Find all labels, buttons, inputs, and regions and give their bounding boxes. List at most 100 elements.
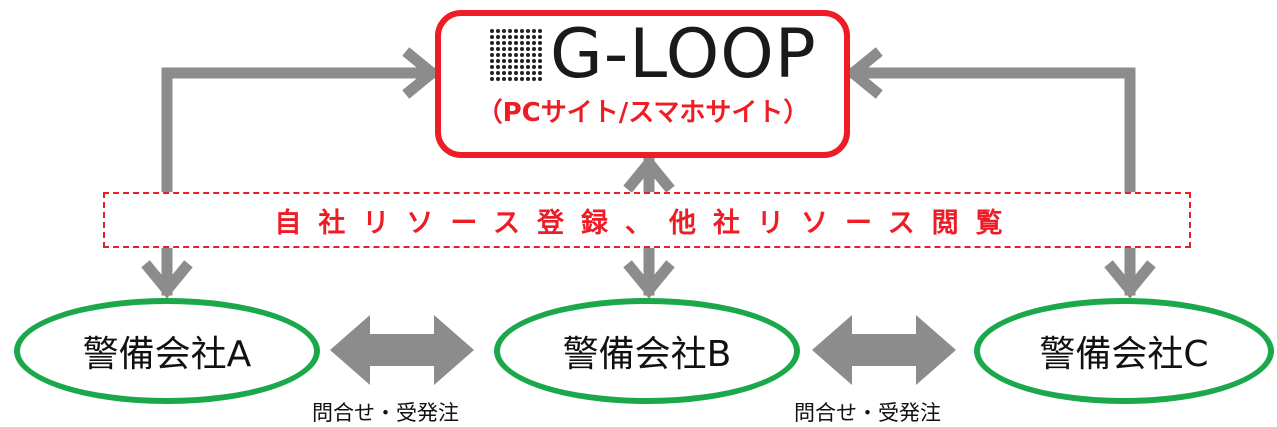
logo-dot <box>519 70 525 76</box>
logo-dot <box>519 34 525 40</box>
gloop-title: G-LOOP <box>550 15 817 94</box>
company-a: 警備会社A <box>14 298 320 404</box>
logo-dot <box>531 34 537 40</box>
logo-dot <box>501 40 507 46</box>
logo-dot <box>531 70 537 76</box>
logo-dot <box>501 34 507 40</box>
exchange-label-bc: 問合せ・受発注 <box>794 401 941 425</box>
logo-dot <box>490 40 495 46</box>
logo-dot <box>531 52 537 58</box>
double-arrow-ab <box>330 315 474 385</box>
resource-banner: 自社リソース登録、他社リソース閲覧 <box>103 192 1191 248</box>
logo-dot <box>525 52 531 58</box>
logo-dot <box>525 64 531 70</box>
logo-dot <box>525 76 531 81</box>
gloop-subtitle: （PCサイト/スマホサイト） <box>476 98 810 128</box>
logo-dot <box>507 40 513 46</box>
logo-dot <box>507 64 513 70</box>
logo-dot <box>490 34 495 40</box>
logo-dot <box>537 58 542 64</box>
logo-dot <box>513 52 519 58</box>
logo-dot <box>537 34 542 40</box>
logo-dot <box>495 40 501 46</box>
logo-dot <box>519 40 525 46</box>
logo-dot <box>501 29 507 34</box>
logo-dot <box>537 76 542 81</box>
logo-dot <box>513 76 519 81</box>
logo-dot <box>490 29 495 34</box>
logo-dot <box>507 58 513 64</box>
logo-dot <box>495 70 501 76</box>
logo-dot <box>537 64 542 70</box>
arrowhead-up-to-gloop <box>623 154 675 193</box>
logo-dot <box>507 29 513 34</box>
logo-dot <box>501 52 507 58</box>
logo-dot <box>537 29 542 34</box>
logo-dot <box>495 58 501 64</box>
logo-dot <box>525 40 531 46</box>
gloop-logo-icon <box>490 29 542 81</box>
logo-dot <box>531 40 537 46</box>
logo-dot <box>495 52 501 58</box>
arrowhead-down-to-b <box>623 260 675 299</box>
logo-dot <box>525 58 531 64</box>
gloop-box <box>435 10 850 158</box>
logo-dot <box>507 46 513 52</box>
logo-dot <box>531 46 537 52</box>
logo-dot <box>490 70 495 76</box>
logo-dot <box>513 70 519 76</box>
logo-dot <box>513 58 519 64</box>
logo-dot <box>495 34 501 40</box>
arrowhead-down-to-c <box>1104 260 1156 299</box>
logo-dot <box>531 29 537 34</box>
arrow-right-loop <box>847 67 1136 296</box>
logo-dot <box>501 76 507 81</box>
logo-dot <box>519 76 525 81</box>
logo-dot <box>531 64 537 70</box>
logo-dot <box>490 46 495 52</box>
logo-dot <box>507 76 513 81</box>
arrow-left-loop <box>161 67 438 296</box>
logo-dot <box>513 29 519 34</box>
logo-dot <box>531 58 537 64</box>
logo-dot <box>490 58 495 64</box>
logo-dot <box>490 76 495 81</box>
logo-dot <box>537 40 542 46</box>
logo-dot <box>537 70 542 76</box>
logo-dot <box>501 58 507 64</box>
logo-dot <box>495 64 501 70</box>
logo-dot <box>519 29 525 34</box>
logo-dot <box>513 64 519 70</box>
logo-dot <box>490 64 495 70</box>
arrowhead-down-to-a <box>141 260 193 299</box>
logo-dot <box>490 52 495 58</box>
logo-dot <box>525 70 531 76</box>
arrowhead-left-to-gloop <box>402 47 441 99</box>
logo-dot <box>525 34 531 40</box>
logo-dot <box>519 58 525 64</box>
logo-dot <box>537 46 542 52</box>
logo-dot <box>495 29 501 34</box>
company-c: 警備会社C <box>974 298 1274 404</box>
logo-dot <box>531 76 537 81</box>
company-b: 警備会社B <box>494 298 800 404</box>
logo-dot <box>519 64 525 70</box>
banner-text: 自社リソース登録、他社リソース閲覧 <box>274 207 1020 239</box>
logo-dot <box>501 70 507 76</box>
logo-dot <box>495 46 501 52</box>
logo-dot <box>525 29 531 34</box>
logo-dot <box>519 52 525 58</box>
logo-dot <box>525 46 531 52</box>
exchange-label-ab: 問合せ・受発注 <box>312 401 459 425</box>
logo-dot <box>507 70 513 76</box>
logo-dot <box>495 76 501 81</box>
logo-dot <box>537 52 542 58</box>
arrowhead-right-to-gloop <box>844 47 883 99</box>
logo-dot <box>513 34 519 40</box>
logo-dot <box>501 46 507 52</box>
logo-dot <box>507 34 513 40</box>
double-arrow-bc <box>812 315 956 385</box>
logo-dot <box>513 40 519 46</box>
logo-dot <box>513 46 519 52</box>
